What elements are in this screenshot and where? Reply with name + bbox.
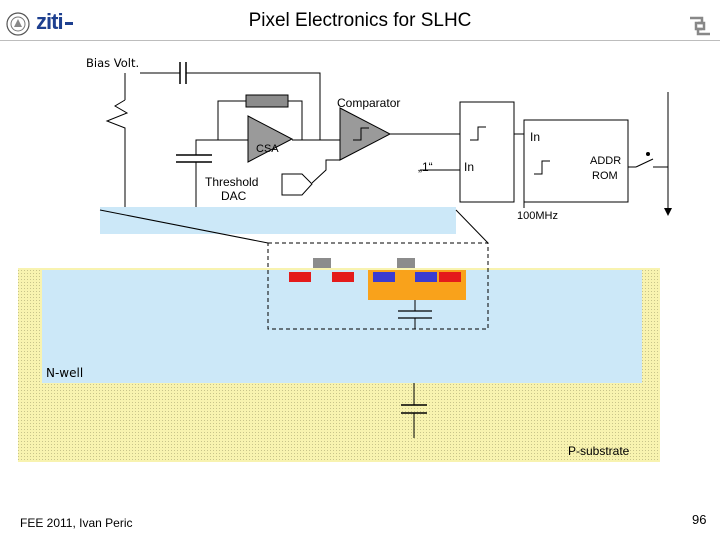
addr-rom xyxy=(523,119,629,203)
comparator-label: Comparator xyxy=(337,96,401,110)
sensor-strip xyxy=(100,207,456,234)
feedback-resistor xyxy=(245,94,289,108)
n-well-region xyxy=(42,270,642,383)
gate-grey-2 xyxy=(397,258,415,268)
page-number: 96 xyxy=(692,512,707,527)
addr-label-2: ROM xyxy=(592,170,618,182)
diffusion-red-1 xyxy=(289,272,311,282)
ziti-logo: ziti xyxy=(36,9,73,35)
bias-resistor xyxy=(105,99,129,207)
comparator xyxy=(339,107,392,161)
csa-label: CSA xyxy=(256,143,279,155)
diffusion-red-2 xyxy=(332,272,354,282)
diffusion-blue-1 xyxy=(373,272,395,282)
institute-seal-icon xyxy=(688,14,712,38)
addr-label-1: ADDR xyxy=(590,155,622,167)
bias-top-wire xyxy=(186,72,321,140)
zoom-line-right xyxy=(455,209,489,244)
zoom-line-left xyxy=(99,209,269,244)
input-wire xyxy=(195,139,218,155)
output-switch xyxy=(635,158,654,168)
diffusion-blue-2 xyxy=(415,272,437,282)
nwell-label: N-well xyxy=(46,366,84,380)
csa-feedback-wire xyxy=(217,100,246,140)
footer-credit: FEE 2011, Ivan Peric xyxy=(20,516,133,530)
latch-1 xyxy=(459,101,515,203)
output-bus-arrow xyxy=(664,208,672,216)
zoom-box xyxy=(267,242,489,330)
university-seal-icon xyxy=(6,12,30,36)
latch-2-step-icon xyxy=(534,160,550,175)
in-label-bottom: In xyxy=(464,160,475,174)
psub-label: P-substrate xyxy=(568,444,630,458)
csa-feedback-wire-right xyxy=(288,100,303,140)
header-rule xyxy=(0,40,720,41)
page-title: Pixel Electronics for SLHC xyxy=(248,10,472,31)
clock-label: 100MHz xyxy=(517,210,558,222)
diffusion-red-3 xyxy=(439,272,461,282)
gate-grey-1 xyxy=(313,258,331,268)
switch-dot xyxy=(646,152,650,156)
in-label-top: In xyxy=(530,130,541,144)
threshold-label-1: Threshold xyxy=(205,175,259,189)
comparator-step-icon xyxy=(353,127,369,141)
one-label: „1“ xyxy=(418,160,433,174)
threshold-to-comparator xyxy=(311,159,340,184)
threshold-dac xyxy=(281,173,313,196)
latch-1-step-icon xyxy=(470,126,486,141)
bias-label: Bias Volt. xyxy=(86,56,140,70)
threshold-label-2: DAC xyxy=(221,189,247,203)
csa-amplifier xyxy=(247,115,294,163)
